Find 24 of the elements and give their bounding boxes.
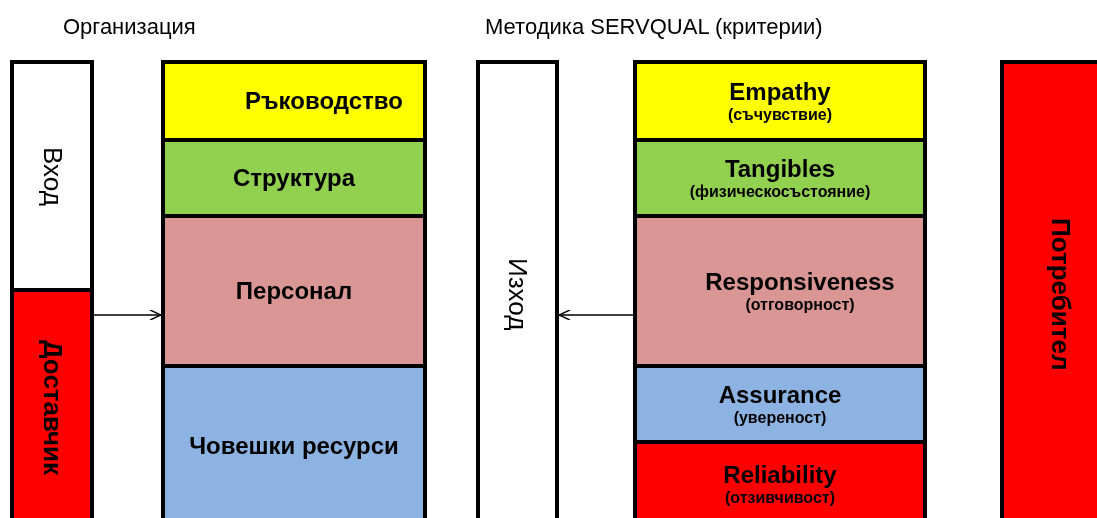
arrow — [93, 309, 162, 321]
node-title: Изход — [502, 257, 533, 331]
node-subtitle: (отзивчивост) — [725, 488, 835, 507]
node-title: Ръководство — [245, 87, 403, 115]
node-subtitle: (физическосъстояние) — [689, 182, 871, 201]
node-subtitle: (увереност) — [733, 408, 827, 427]
column-heading: Организация — [63, 14, 196, 40]
node-title: Tangibles — [724, 155, 836, 183]
node-title: Responsiveness — [705, 268, 895, 296]
node-subtitle: (съчувствие) — [728, 105, 832, 124]
node-title: Човешки ресурси — [189, 432, 399, 460]
node-title: Assurance — [718, 381, 842, 409]
node-title: Вход — [37, 146, 67, 206]
customer-column-box — [1000, 60, 1097, 518]
node-title: Empathy — [729, 78, 831, 106]
node-title: Доставчик — [37, 340, 67, 476]
node-title: Reliability — [723, 461, 837, 489]
output-column-box — [476, 60, 559, 518]
node-title: Потребител — [1045, 217, 1075, 371]
node-title: Структура — [232, 164, 356, 192]
node-title: Персонал — [235, 277, 353, 305]
column-heading: Методика SERVQUAL (критерии) — [485, 14, 823, 40]
node-subtitle: (отговорност) — [745, 295, 855, 314]
arrow — [558, 309, 634, 321]
